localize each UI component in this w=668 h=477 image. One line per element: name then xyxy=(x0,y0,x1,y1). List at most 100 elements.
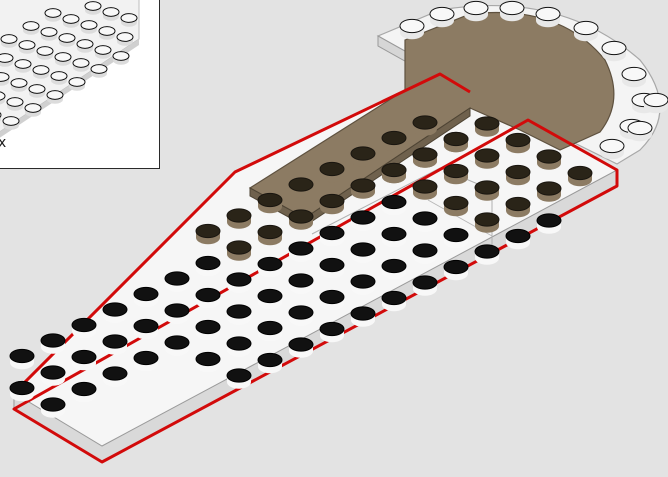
stud xyxy=(382,259,406,279)
stud xyxy=(72,350,96,370)
stud xyxy=(41,366,65,386)
stud xyxy=(23,22,39,35)
stud xyxy=(10,349,34,369)
parts-callout: x xyxy=(0,0,160,169)
stud xyxy=(506,197,530,217)
stud xyxy=(113,52,129,65)
stud xyxy=(506,229,530,249)
stud xyxy=(413,148,437,168)
stud xyxy=(602,41,626,61)
stud xyxy=(444,132,468,152)
stud xyxy=(196,352,220,372)
stud xyxy=(600,139,624,159)
stud xyxy=(0,54,13,67)
stud xyxy=(51,72,67,85)
stud xyxy=(475,245,499,265)
stud xyxy=(475,213,499,233)
stud xyxy=(45,9,61,22)
stud xyxy=(574,21,598,41)
stud xyxy=(7,98,23,111)
stud xyxy=(10,381,34,401)
stud xyxy=(25,104,41,117)
stud xyxy=(536,7,560,27)
callout-plate-art xyxy=(0,0,160,169)
stud xyxy=(506,133,530,153)
stud xyxy=(644,93,668,113)
stud xyxy=(85,2,101,15)
stud xyxy=(95,46,111,59)
stud xyxy=(320,194,344,214)
stud xyxy=(196,288,220,308)
stud xyxy=(320,226,344,246)
stud xyxy=(475,181,499,201)
stud xyxy=(15,60,31,73)
stud xyxy=(0,73,9,86)
stud xyxy=(537,150,561,170)
stud xyxy=(72,382,96,402)
stud xyxy=(72,318,96,338)
stud xyxy=(258,257,282,277)
stud xyxy=(103,8,119,21)
stud xyxy=(59,34,75,47)
stud xyxy=(258,289,282,309)
stud xyxy=(33,66,49,79)
stud xyxy=(475,117,499,137)
stud xyxy=(227,241,251,261)
stud xyxy=(227,209,251,229)
stud xyxy=(99,27,115,40)
stud xyxy=(320,162,344,182)
stud xyxy=(165,272,189,292)
stud xyxy=(91,65,107,78)
stud xyxy=(444,228,468,248)
stud xyxy=(500,1,524,21)
stud xyxy=(382,227,406,247)
stud xyxy=(165,304,189,324)
stud xyxy=(196,224,220,244)
stud xyxy=(19,41,35,54)
stud xyxy=(121,14,137,27)
stud xyxy=(258,353,282,373)
stud xyxy=(63,15,79,28)
stud xyxy=(117,33,133,46)
stud xyxy=(258,225,282,245)
stud xyxy=(413,244,437,264)
stud xyxy=(227,273,251,293)
stud xyxy=(258,193,282,213)
stud xyxy=(351,275,375,295)
stud xyxy=(568,166,592,186)
stud xyxy=(351,147,375,167)
stud xyxy=(320,290,344,310)
stud xyxy=(196,320,220,340)
stud xyxy=(289,242,313,262)
stud xyxy=(382,131,406,151)
stud xyxy=(134,351,158,371)
stud xyxy=(413,180,437,200)
stud xyxy=(444,260,468,280)
stud xyxy=(55,53,71,66)
stud xyxy=(47,91,63,104)
stud xyxy=(430,7,454,27)
stud xyxy=(289,306,313,326)
stud xyxy=(258,321,282,341)
stud xyxy=(400,19,424,39)
stud xyxy=(382,291,406,311)
stud xyxy=(622,67,646,87)
stud xyxy=(41,398,65,418)
stud xyxy=(227,337,251,357)
stud xyxy=(289,178,313,198)
stud xyxy=(506,165,530,185)
stud xyxy=(165,336,189,356)
quantity-label: x xyxy=(0,135,6,151)
stud xyxy=(537,182,561,202)
stud xyxy=(1,35,17,48)
stud xyxy=(73,59,89,72)
stud xyxy=(464,1,488,21)
stud xyxy=(29,85,45,98)
stud xyxy=(81,21,97,34)
stud xyxy=(103,303,127,323)
stud xyxy=(134,287,158,307)
stud xyxy=(227,305,251,325)
stud xyxy=(351,307,375,327)
stud xyxy=(382,195,406,215)
